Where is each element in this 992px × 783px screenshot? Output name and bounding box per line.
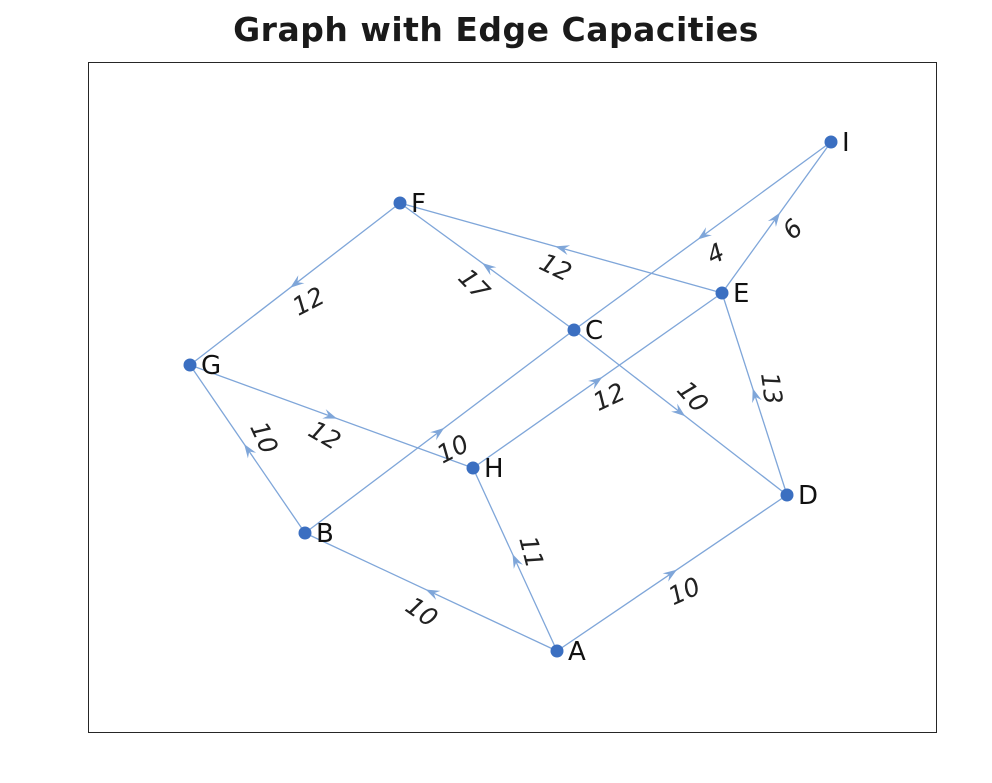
edge-arrow-G-H	[322, 409, 338, 419]
edge-capacity-label: 6	[777, 213, 809, 245]
page-title: Graph with Edge Capacities	[233, 10, 759, 49]
node-B	[298, 526, 312, 540]
plot-area	[88, 62, 937, 733]
edges-layer	[189, 141, 832, 652]
node-label-G: G	[201, 351, 221, 381]
edge-arrow-F-G	[290, 275, 305, 288]
node-label-D: D	[798, 481, 818, 511]
nodes-layer: A B C D E F G H I	[183, 128, 850, 667]
node-A	[550, 644, 564, 658]
node-label-E: E	[733, 279, 749, 309]
edge-arrow-E-I	[767, 212, 780, 227]
edge-capacity-label: 13	[755, 371, 788, 406]
edge-capacity-label: 10	[400, 591, 443, 633]
edge-capacity-label: 11	[513, 533, 549, 571]
node-D	[780, 488, 794, 502]
edge-arrow-I-C	[697, 227, 712, 240]
edge-arrow-A-H	[512, 554, 523, 569]
edge-arrow-C-F	[482, 263, 497, 276]
arrows-layer	[244, 212, 780, 600]
edge-capacity-label: 12	[288, 281, 330, 321]
edge-arrow-C-D	[671, 403, 686, 417]
node-G	[183, 358, 197, 372]
edge-capacity-label: 4	[702, 237, 729, 270]
node-H	[466, 461, 480, 475]
edge-arrow-A-D	[662, 569, 677, 582]
edge-arrow-B-G	[244, 444, 257, 459]
edge-capacity-label: 12	[304, 415, 346, 456]
node-label-B: B	[316, 519, 334, 549]
edge-arrow-D-E	[752, 388, 762, 404]
edge-arrow-A-B	[425, 589, 441, 600]
node-label-H: H	[484, 454, 504, 484]
edge-arrow-B-C	[430, 427, 445, 441]
edge-arrow-H-E	[588, 377, 603, 390]
node-label-I: I	[842, 128, 850, 158]
edge-arrow-E-F	[555, 245, 571, 255]
node-I	[824, 135, 838, 149]
node-label-A: A	[568, 637, 586, 667]
node-label-C: C	[585, 316, 603, 346]
node-E	[715, 286, 729, 300]
node-C	[567, 323, 581, 337]
edge-capacity-label: 12	[535, 247, 576, 287]
node-F	[393, 196, 407, 210]
node-label-F: F	[411, 189, 426, 219]
